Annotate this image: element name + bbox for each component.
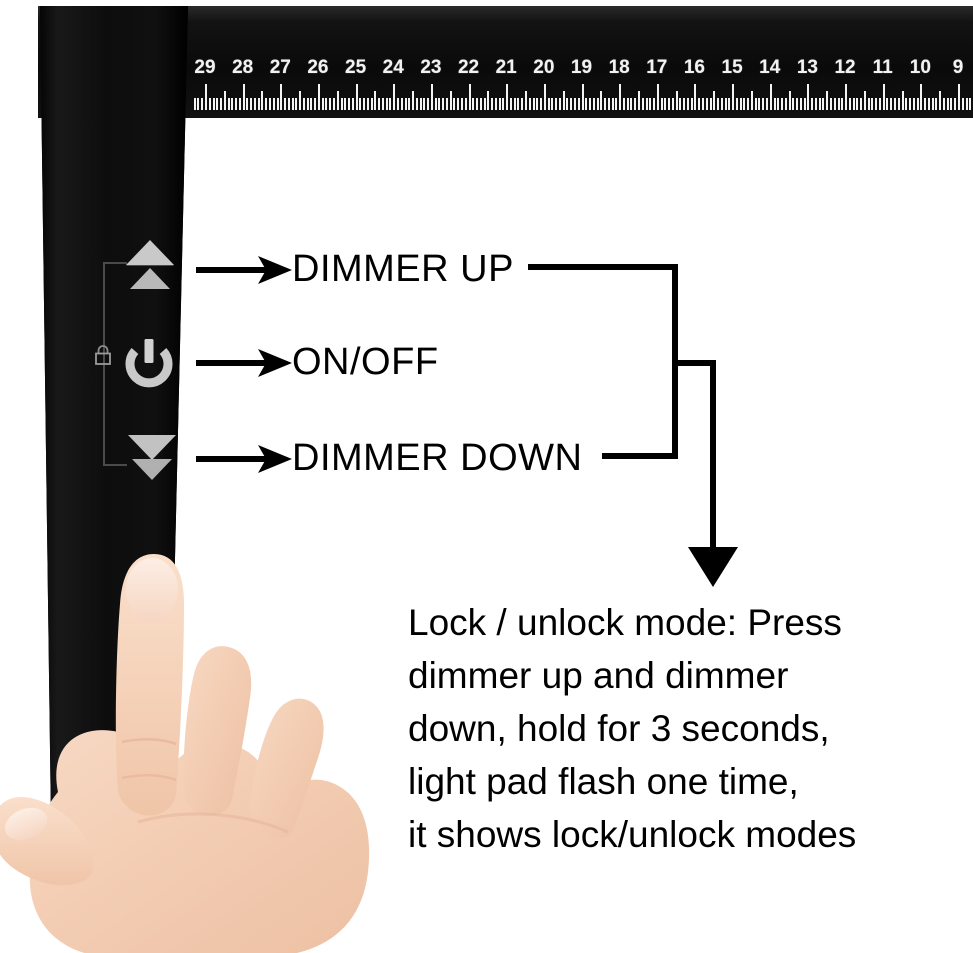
instruction-paragraph: Lock / unlock mode: Press dimmer up and d… [408,596,948,861]
instruction-line: Lock / unlock mode: Press [408,602,842,643]
dimmer-up-button[interactable] [120,240,180,298]
light-pad-top-bezel [38,6,973,118]
instruction-line: dimmer up and dimmer [408,655,789,696]
label-dimmer-down: DIMMER DOWN [292,437,583,479]
leader-arrow-dimmer-up [196,256,292,284]
power-icon [125,339,173,388]
power-button[interactable] [121,334,177,390]
instruction-line: it shows lock/unlock modes [408,814,857,855]
bracket-connector-to-instruction [528,264,738,587]
padlock-icon [95,345,111,365]
double-chevron-down-icon-lower [132,459,172,480]
leader-arrow-dimmer-down [196,445,292,473]
instruction-line: down, hold for 3 seconds, [408,708,830,749]
double-chevron-up-icon [126,240,174,265]
leader-arrow-onoff [196,349,292,377]
double-chevron-up-icon-lower [130,268,170,289]
dimmer-down-button[interactable] [122,435,182,493]
instruction-line: light pad flash one time, [408,761,799,802]
label-dimmer-up: DIMMER UP [292,248,514,290]
double-chevron-down-icon [128,435,176,460]
label-onoff: ON/OFF [292,341,439,383]
hand-pressing-button [0,554,370,953]
